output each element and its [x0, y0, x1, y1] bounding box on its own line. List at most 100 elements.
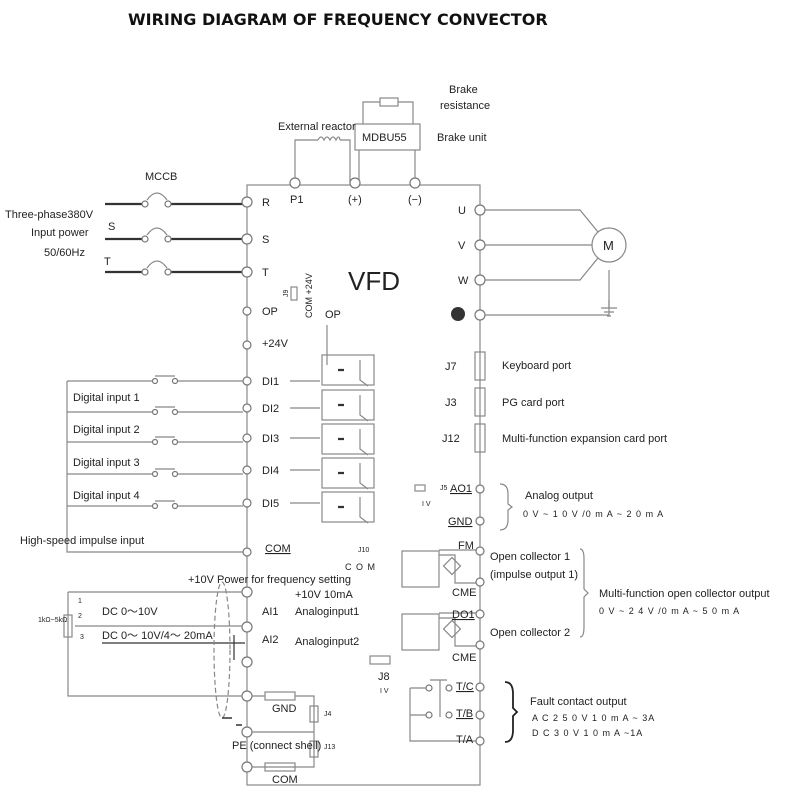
terminal-icon — [425, 711, 433, 719]
terminal-icon — [241, 196, 253, 208]
terminal-s: S — [262, 234, 269, 246]
terminal-ta: T/A — [456, 734, 474, 746]
terminal-do1: DO1 — [452, 609, 475, 621]
fault-contact: T/C T/B T/A Fault contact output A C 2 5… — [409, 679, 655, 746]
pg-card-port-label: PG card port — [502, 397, 564, 409]
pe-label: PE (connect shell) — [232, 740, 321, 752]
wire — [290, 380, 320, 504]
terminal-ai2: AI2 — [262, 634, 279, 646]
terminal-com: COM — [265, 543, 291, 555]
brake-resistor-icon — [379, 97, 399, 107]
terminal-di3: DI3 — [262, 433, 279, 445]
j9-op-label: OP — [325, 309, 341, 321]
terminal-icon — [242, 547, 252, 557]
ai2-desc: Analoginput2 — [295, 636, 359, 648]
input-power: MCCB Three-phase380V Input power 50/60Hz… — [5, 171, 244, 276]
terminal-tc: T/C — [456, 681, 474, 693]
terminal-icon — [242, 340, 252, 350]
terminal-icon — [475, 682, 485, 692]
terminal-icon — [474, 239, 486, 251]
open-collector-2: Open collector 2 — [490, 627, 570, 639]
terminal-icon — [445, 684, 453, 692]
wire — [579, 548, 589, 638]
terminal-icon — [241, 621, 253, 633]
terminal-icon — [164, 268, 172, 276]
terminal-v: V — [458, 240, 466, 252]
ports: J7 Keyboard port J3 PG card port J12 Mul… — [442, 351, 667, 453]
fault-ac-spec: A C 2 5 0 V 1 0 m A ~ 3A — [532, 713, 655, 723]
terminal-p1: P1 — [290, 194, 303, 206]
terminal-icon — [289, 177, 301, 189]
terminal-icon — [171, 408, 179, 416]
wire — [414, 484, 426, 492]
wire — [105, 202, 244, 274]
wire — [439, 549, 476, 647]
impulse-output-1: (impulse output 1) — [490, 569, 578, 581]
terminal-icon — [242, 306, 252, 316]
terminal-op: OP — [262, 306, 278, 318]
digital-input-4-label: Digital input 4 — [73, 490, 140, 502]
power-label: +10V Power for frequency setting — [188, 574, 351, 586]
terminal-di1: DI1 — [262, 376, 279, 388]
terminal-fm: FM — [458, 540, 474, 552]
wire — [499, 483, 513, 531]
terminal-icon — [164, 200, 172, 208]
wire — [102, 635, 245, 660]
wire — [321, 354, 375, 386]
wire — [401, 550, 440, 588]
brake-resistance-label-2: resistance — [440, 100, 490, 112]
vfd-label: VFD — [348, 266, 400, 296]
terminal-icon — [242, 498, 252, 508]
terminal-t: T — [262, 267, 269, 279]
analog-inputs: +10V Power for frequency setting +10V 10… — [38, 574, 359, 786]
open-collector: J10 C O M FM CME DO1 CME Open collector … — [345, 540, 770, 695]
terminal-icon — [151, 502, 159, 510]
terminal-icon — [141, 268, 149, 276]
j13-label: J13 — [324, 744, 335, 751]
terminal-icon — [475, 546, 485, 556]
brake-unit-label: Brake unit — [437, 132, 487, 144]
terminal-ao-gnd: GND — [448, 516, 473, 528]
brake-section: MDBU55 External reactor Brake resistance… — [278, 84, 490, 206]
diagram-label: COM +24V — [304, 273, 314, 318]
terminal-di5: DI5 — [262, 498, 279, 510]
com-label: COM — [272, 774, 298, 786]
terminal-icon — [241, 586, 253, 598]
diagram-label: 1 — [78, 598, 82, 605]
wire — [504, 681, 519, 743]
wire — [409, 679, 476, 742]
digital-input-1-label: Digital input 1 — [73, 392, 140, 404]
analog-output-spec: 0 V ~ 1 0 V /0 m A ~ 2 0 m A — [523, 509, 664, 519]
diagram-label: C O M — [345, 562, 376, 572]
wire — [155, 375, 175, 502]
terminal-icon — [475, 710, 485, 720]
wire — [358, 101, 416, 183]
open-collector-1: Open collector 1 — [490, 551, 570, 563]
phase-s-label: S — [108, 221, 115, 233]
expansion-port-label: Multi-function expansion card port — [502, 433, 667, 445]
analog-output: J5 I V AO1 GND Analog output 0 V ~ 1 0 V… — [414, 483, 664, 531]
diagram-label: J10 — [358, 547, 369, 554]
wire — [321, 491, 375, 523]
input-power-line1: Three-phase380V — [5, 209, 94, 221]
brake-unit-box — [354, 123, 421, 151]
terminal-icon — [242, 403, 252, 413]
brake-unit-model: MDBU55 — [362, 132, 407, 144]
motor-output: U V W M — [451, 204, 627, 321]
terminal-icon — [475, 640, 485, 650]
terminal-icon — [151, 408, 159, 416]
terminal-icon — [141, 200, 149, 208]
terminal-cme-1: CME — [452, 587, 476, 599]
wire — [252, 695, 315, 768]
power-spec: +10V 10mA — [295, 589, 353, 601]
wire — [442, 619, 462, 639]
wire — [401, 613, 440, 651]
phase-t-label: T — [104, 256, 111, 268]
dc-0-10v-20ma-label: DC 0～ 10V/4～ 20mA — [102, 630, 213, 642]
wire — [338, 368, 344, 509]
terminal-icon — [141, 235, 149, 243]
wire — [474, 423, 486, 453]
wire — [317, 136, 341, 142]
ground-symbol-icon — [451, 307, 465, 321]
